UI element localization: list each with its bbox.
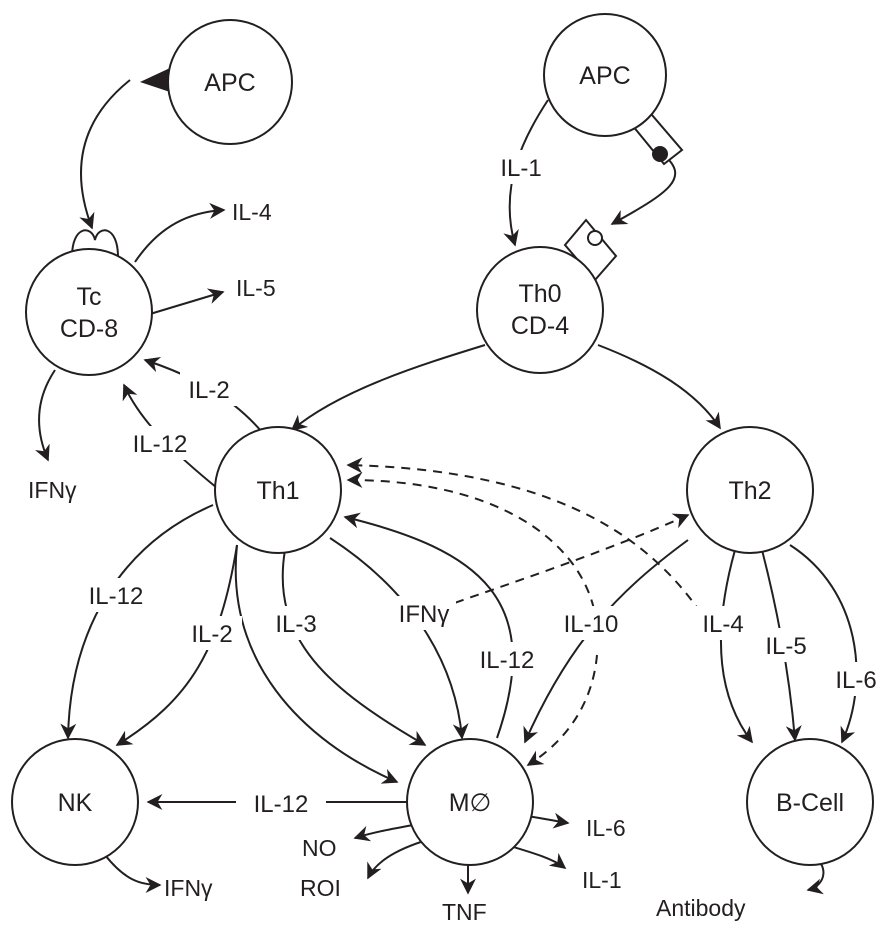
apc-right-label: APC [579, 62, 630, 90]
edge-apc-tc [79, 79, 131, 230]
label-th1-mac-ifng: IFNγ [399, 601, 450, 628]
nk-label: NK [58, 789, 93, 817]
output-mac-roi: ROI [300, 875, 341, 901]
label-th1-tc-il12: IL-12 [133, 431, 188, 458]
edge-th1-nk-il2 [115, 544, 238, 746]
label-mac-nk: IL-12 [254, 791, 309, 818]
output-tc-il4: IL-4 [232, 199, 272, 225]
output-mac-il1: IL-1 [582, 867, 622, 893]
apc-left-label: APC [204, 69, 255, 97]
edge-th2-b-il6 [789, 544, 858, 744]
node-apc-right: APC [543, 13, 667, 137]
output-tc-ifng: IFNγ [28, 477, 77, 503]
edge-tc-il5 [149, 288, 225, 315]
node-tc: Tc CD-8 [25, 248, 153, 376]
label-mac-th1: IL-12 [480, 647, 535, 674]
label-th1-mac-il3: IL-3 [275, 611, 316, 638]
edge-tc-il4 [134, 202, 226, 263]
label-apc-th0: IL-1 [500, 155, 541, 182]
dashed-mac-th1-il10 [526, 654, 598, 766]
edge-nk-ifng [104, 854, 162, 893]
th1-label: Th1 [256, 477, 299, 505]
output-mac-tnf: TNF [442, 899, 487, 925]
output-nk-ifng: IFNγ [164, 875, 213, 901]
output-mac-no: NO [302, 835, 337, 861]
edge-mac-th1-il12 [343, 512, 514, 739]
tc-label-line1: Tc [77, 283, 102, 311]
nodes: APC APC Tc CD-8 Th0 CD-4 Th1 Th2 NK [11, 13, 874, 866]
output-bcell-antibody: Antibody [656, 895, 746, 921]
macrophage-label: M∅ [449, 789, 492, 817]
label-th2-b-il4: IL-4 [702, 611, 743, 638]
output-tc-il5: IL-5 [236, 275, 276, 301]
label-th2-b-il6: IL-6 [835, 667, 876, 694]
edge-th1-mac-ifng [329, 537, 469, 740]
th0-receptor-notch [587, 230, 603, 246]
edge-labels: IL-1 IL-2 IL-12 IL-12 IL-2 IL-3 IFNγ IL-… [78, 150, 884, 820]
edge-th0-th1 [290, 344, 486, 432]
node-apc-left: APC [167, 19, 293, 145]
node-th1: Th1 [214, 426, 342, 554]
label-th1-mac-il2: IL-2 [191, 621, 232, 648]
node-nk: NK [11, 738, 139, 866]
label-th1-nk: IL-12 [89, 583, 144, 610]
tc-label-line2: CD-8 [60, 315, 118, 343]
edge-tc-ifng [34, 369, 56, 462]
edge-th0-th2 [597, 344, 721, 430]
apc-left-receptor [140, 68, 170, 92]
edge-th1-mac-il3 [281, 549, 427, 746]
dashed-ifng-th2 [439, 513, 690, 609]
bcell-label: B-Cell [776, 789, 844, 817]
label-th2-mac: IL-10 [564, 611, 619, 638]
node-th0: Th0 CD-4 [476, 246, 604, 374]
edge-apc-receptor [610, 154, 676, 225]
dashed-il4-th1 [346, 457, 702, 614]
th2-label: Th2 [728, 477, 771, 505]
node-th2: Th2 [686, 426, 814, 554]
apc-right-receptor-ball [652, 146, 668, 162]
node-macrophage: M∅ [406, 738, 534, 866]
output-mac-il6: IL-6 [586, 815, 626, 841]
node-bcell: B-Cell [746, 738, 874, 866]
label-th2-b-il5: IL-5 [765, 633, 806, 660]
edge-th1-mac-il2 [234, 544, 399, 784]
label-th1-tc-il2: IL-2 [188, 377, 229, 404]
output-labels: IL-4 IL-5 IFNγ IFNγ NO ROI TNF IL-1 IL-6… [28, 199, 746, 925]
th0-label-line2: CD-4 [511, 312, 569, 340]
th0-label-line1: Th0 [518, 280, 561, 308]
edge-th2-b-il4 [719, 549, 753, 744]
